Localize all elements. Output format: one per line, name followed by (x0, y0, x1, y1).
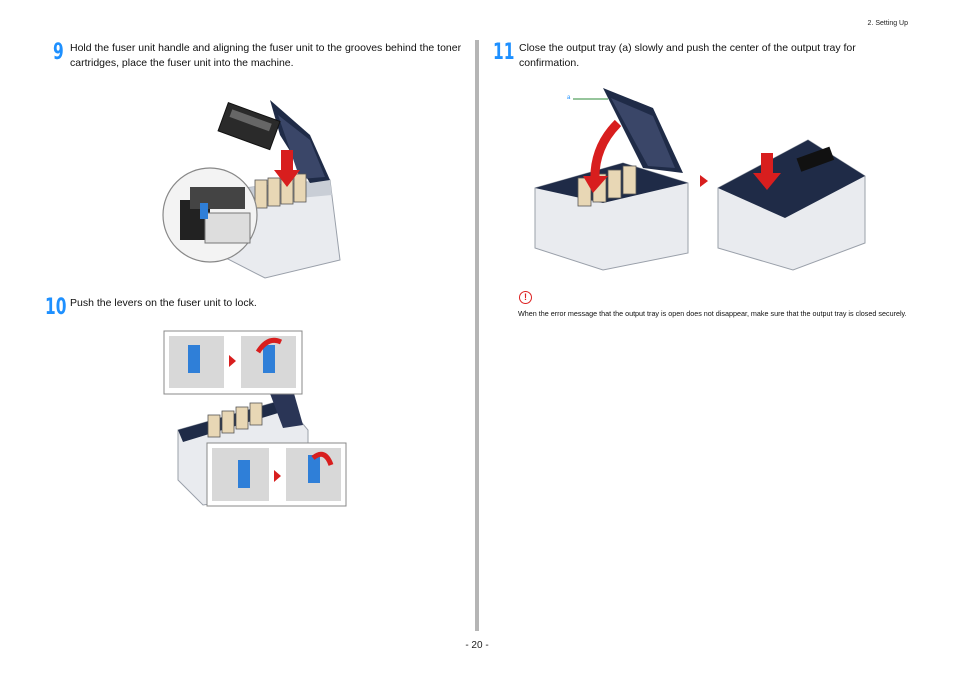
fuser-lever-illustration (163, 330, 347, 507)
note-text: When the error message that the output t… (518, 309, 907, 318)
page-number: - 20 - (465, 640, 489, 651)
step-9-text: Hold the fuser unit handle and aligning … (70, 42, 462, 69)
column-divider (475, 40, 479, 631)
step-11-text: Close the output tray (a) slowly and pus… (519, 42, 856, 69)
step-11-number: 11 (493, 40, 515, 65)
fuser-install-illustration (162, 100, 341, 279)
section-header: 2. Setting Up (867, 20, 908, 27)
callout-label-a: a (567, 95, 571, 101)
output-tray-close-illustration (534, 88, 866, 271)
step-9-number: 9 (53, 40, 64, 65)
caution-icon: ! (519, 291, 532, 304)
step-10-text: Push the levers on the fuser unit to loc… (70, 297, 257, 309)
callout-line (573, 98, 608, 100)
step-10-number: 10 (45, 295, 67, 320)
